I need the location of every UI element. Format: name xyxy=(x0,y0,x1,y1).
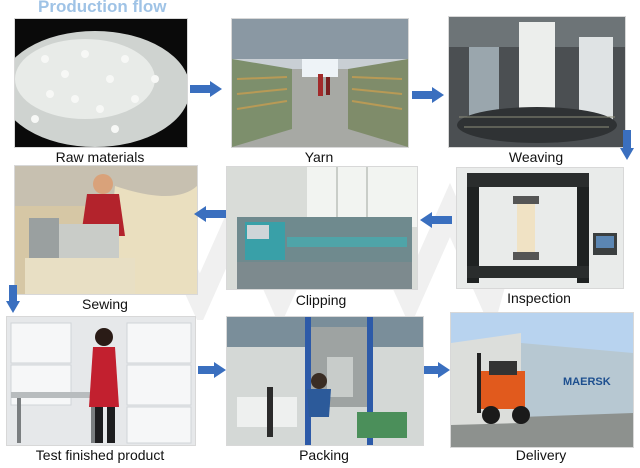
sewing-photo xyxy=(14,165,198,295)
arrow-right-icon xyxy=(412,87,444,103)
step-label: Weaving xyxy=(508,149,564,165)
step-label: Clipping xyxy=(295,292,347,308)
arrow-right-icon xyxy=(190,81,222,97)
test-finished-product-photo xyxy=(6,316,196,446)
step-label: Sewing xyxy=(82,296,128,312)
raw-materials-photo xyxy=(14,18,188,148)
step-label: Packing xyxy=(299,447,349,463)
arrow-down-icon xyxy=(6,285,20,313)
step-label: Raw materials xyxy=(55,149,145,165)
delivery-photo: MAERSK xyxy=(450,312,634,448)
weaving-photo xyxy=(448,16,626,148)
page-title: Production flow xyxy=(38,0,167,16)
step-label: Test finished product xyxy=(35,447,165,463)
arrow-right-icon xyxy=(198,362,226,378)
arrow-right-icon xyxy=(424,362,450,378)
arrow-down-icon xyxy=(620,130,634,160)
step-label: Yarn xyxy=(304,149,334,165)
container-brand-text: MAERSK xyxy=(563,376,611,388)
inspection-photo xyxy=(456,167,624,289)
arrow-left-icon xyxy=(194,206,226,222)
packing-photo xyxy=(226,316,424,446)
arrow-left-icon xyxy=(420,212,452,228)
yarn-photo xyxy=(231,18,409,148)
step-label: Inspection xyxy=(507,290,571,306)
clipping-photo xyxy=(226,166,418,290)
step-label: Delivery xyxy=(515,447,567,463)
